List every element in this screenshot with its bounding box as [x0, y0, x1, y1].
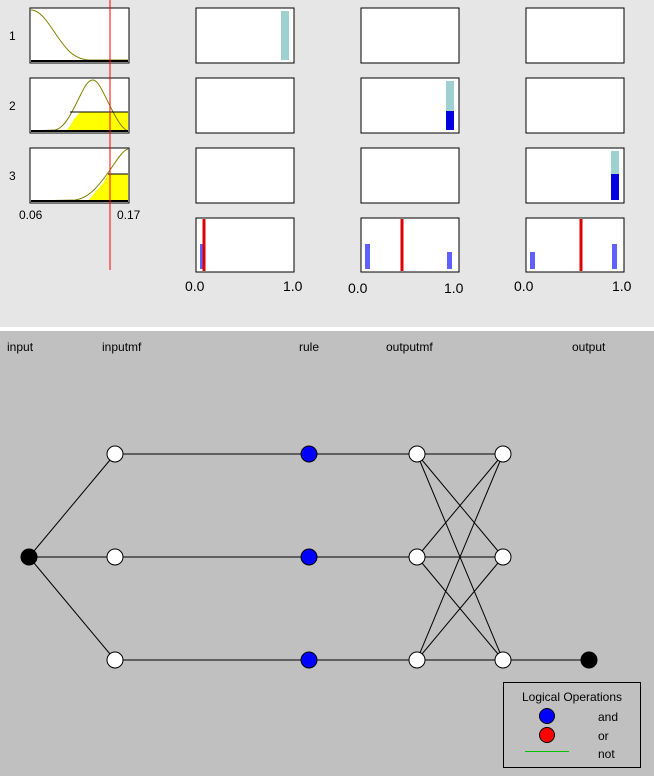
legend-not-label: not: [598, 747, 615, 761]
output-mf-box-b1: [360, 7, 460, 64]
output-axis-max-label-a: 1.0: [283, 278, 303, 294]
rule-node-1[interactable]: [300, 445, 318, 463]
aggregate-bar-c-left: [530, 252, 535, 269]
input-mf-fill-3: [88, 174, 128, 201]
layer-label-output: output: [572, 340, 606, 354]
rule-bar-c3-dark: [611, 174, 619, 200]
output-node[interactable]: [580, 651, 598, 669]
logical-operations-legend: Logical Operations and or not: [503, 682, 641, 768]
edge-input-mf1: [28, 453, 116, 558]
output-aggregate-box-b: [360, 217, 460, 273]
legend-and-label: and: [598, 710, 619, 724]
legend-title: Logical Operations: [521, 690, 623, 704]
aggregation-node-3[interactable]: [494, 651, 512, 669]
aggregate-bar-b-left: [365, 244, 370, 269]
output-mf-box-a2: [195, 77, 295, 134]
output-mf-box-b2: [360, 77, 460, 134]
legend-or-label: or: [598, 729, 609, 743]
input-range-max-label: 0.17: [117, 208, 141, 222]
rule-bar-b2-light: [446, 81, 454, 111]
aggregate-bar-c-right: [612, 244, 617, 269]
inputmf-node-2[interactable]: [106, 548, 124, 566]
edge-om2-a1: [416, 453, 504, 558]
layer-label-input: input: [7, 340, 34, 354]
outputmf-node-2[interactable]: [408, 548, 426, 566]
rule-viewer-graphics: [29, 0, 625, 273]
rule-node-3[interactable]: [300, 651, 318, 669]
output-mf-box-b3: [360, 147, 460, 204]
input-mf-box-1: [29, 7, 130, 64]
output-axis-max-label-b: 1.0: [444, 280, 464, 296]
input-range-min-label: 0.06: [19, 208, 43, 222]
layer-label-outputmf: outputmf: [386, 340, 433, 354]
output-mf-box-c2: [525, 77, 625, 134]
output-aggregate-box-a: [195, 217, 295, 273]
aggregation-node-2[interactable]: [494, 548, 512, 566]
outputmf-node-3[interactable]: [408, 651, 426, 669]
layer-label-rule: rule: [299, 340, 320, 354]
edge-input-mf3: [28, 556, 116, 661]
input-mf-curve-1: [30, 9, 128, 61]
legend-or-marker: [539, 727, 555, 743]
rule-bar-a1: [281, 11, 289, 60]
rule-bar-b2-dark: [446, 111, 454, 130]
edge-om3-a1: [416, 453, 504, 661]
aggregation-node-1[interactable]: [494, 445, 512, 463]
input-mf-row-label-1: 1: [9, 29, 16, 43]
output-aggregate-box-c: [525, 217, 625, 273]
output-mf-box-a1: [195, 7, 295, 64]
input-mf-row-label-2: 2: [9, 99, 16, 113]
rule-bar-c3-light: [611, 151, 619, 174]
legend-not-marker: [525, 751, 569, 752]
output-mf-box-c1: [525, 7, 625, 64]
input-mf-row-label-3: 3: [9, 169, 16, 183]
inputmf-node-3[interactable]: [106, 651, 124, 669]
aggregate-bar-b-right: [447, 252, 452, 269]
layer-label-inputmf: inputmf: [102, 340, 142, 354]
output-mf-box-c3: [525, 147, 625, 204]
edge-om3-a2: [416, 556, 504, 661]
output-axis-min-label-a: 0.0: [185, 278, 205, 294]
outputmf-node-1[interactable]: [408, 445, 426, 463]
legend-and-marker: [539, 708, 555, 724]
input-node[interactable]: [20, 548, 38, 566]
output-mf-box-a3: [195, 147, 295, 204]
output-axis-min-label-b: 0.0: [348, 280, 368, 296]
inputmf-node-1[interactable]: [106, 445, 124, 463]
input-mf-fill-2: [66, 112, 128, 131]
rule-node-2[interactable]: [300, 548, 318, 566]
output-axis-min-label-c: 0.0: [514, 278, 534, 294]
input-mf-curve-2: [30, 79, 129, 132]
output-axis-max-label-c: 1.0: [612, 278, 632, 294]
panel-divider: [0, 327, 654, 331]
